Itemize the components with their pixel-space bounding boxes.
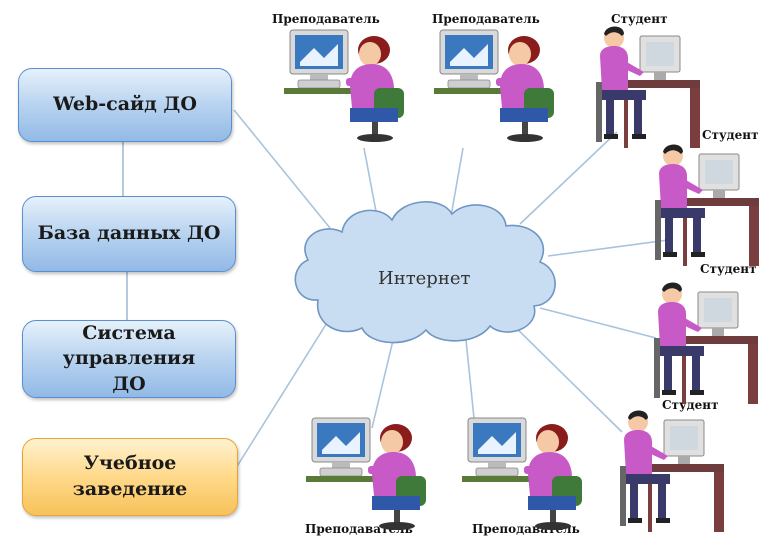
database-box: База данных ДО bbox=[22, 196, 236, 272]
link-student2-internet bbox=[547, 239, 669, 257]
link-institution-internet bbox=[235, 317, 331, 469]
teacher-label-top-1: Преподаватель bbox=[272, 12, 380, 26]
internet-cloud bbox=[294, 201, 556, 344]
internet-label: Интернет bbox=[378, 268, 471, 289]
link-student3-internet bbox=[539, 307, 657, 339]
lms-box: Система управления ДО bbox=[22, 320, 236, 398]
student-label-1: Студент bbox=[611, 12, 668, 26]
teacher-label-bottom-2: Преподаватель bbox=[472, 522, 580, 536]
teacher-label-top-2: Преподаватель bbox=[432, 12, 540, 26]
link-student4-internet bbox=[507, 319, 623, 433]
link-website-internet bbox=[233, 109, 331, 229]
link-teacher3-internet bbox=[371, 331, 396, 429]
student-label-2: Студент bbox=[702, 128, 759, 142]
student-label-4: Студент bbox=[662, 398, 719, 412]
link-teacher4-internet bbox=[464, 329, 476, 429]
institution-box: Учебное заведение bbox=[22, 438, 238, 516]
link-teacher1-internet bbox=[363, 147, 379, 223]
teacher-label-bottom-1: Преподаватель bbox=[305, 522, 413, 536]
link-student1-internet bbox=[519, 131, 618, 225]
website-box: Web-сайд ДО bbox=[18, 68, 232, 142]
student-label-3: Студент bbox=[700, 262, 757, 276]
link-teacher2-internet bbox=[449, 147, 464, 223]
